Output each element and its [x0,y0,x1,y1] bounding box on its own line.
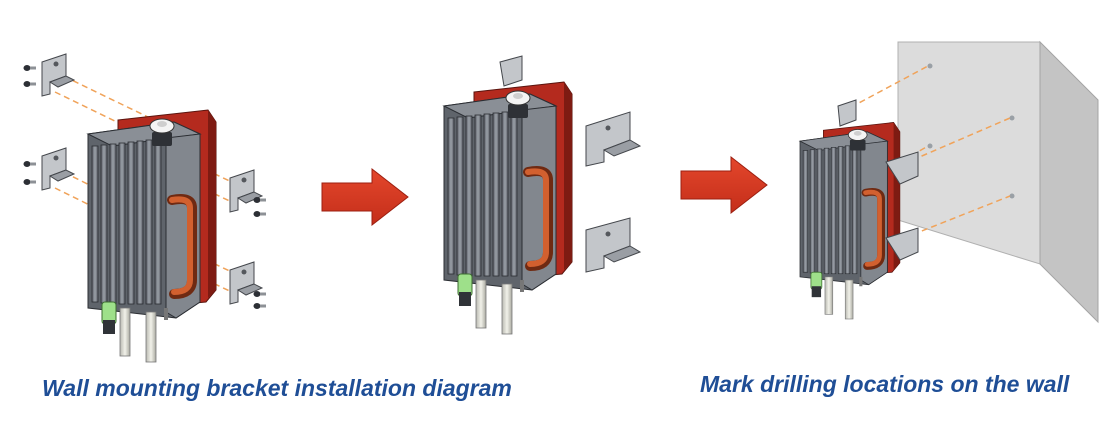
exploded-view [23,53,266,362]
caption-mark-drilling-locations: Mark drilling locations on the wall [700,371,1070,397]
step-arrow-icon [680,156,768,214]
wall-marking-view [800,40,1099,324]
caption-wall-mounting-bracket: Wall mounting bracket installation diagr… [42,375,512,401]
step-arrow-icon [321,168,409,226]
assembled-view [444,55,642,334]
